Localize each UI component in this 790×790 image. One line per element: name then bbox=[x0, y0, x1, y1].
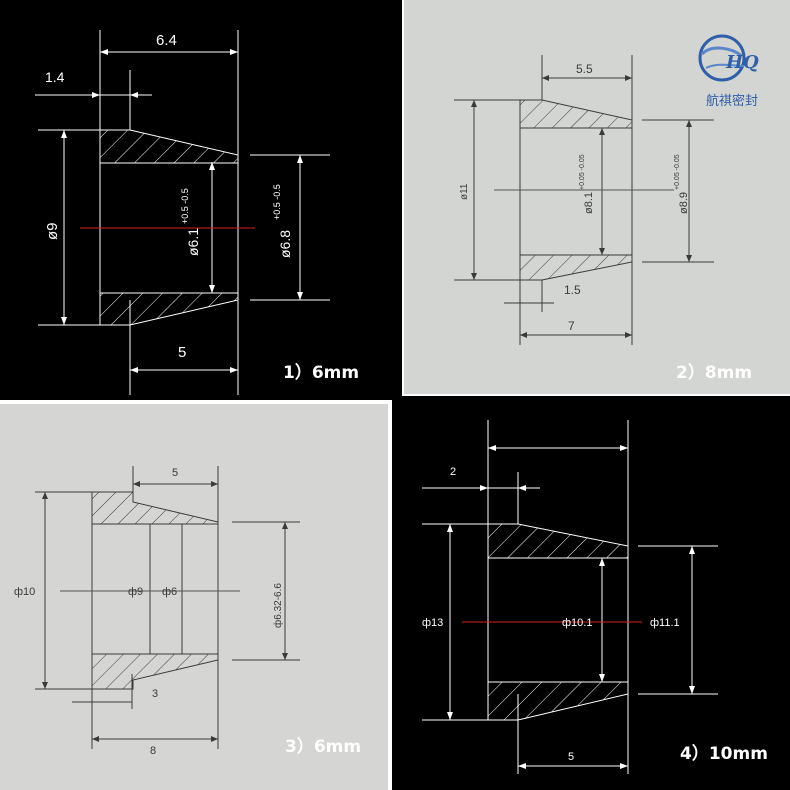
dim-length-total: 8 bbox=[150, 745, 156, 757]
hatch-top bbox=[488, 524, 628, 558]
panel-1-drawing: 6.4 1.4 5 ø9 ø6.1 +0.5 -0.5 ø6.8 +0.5 -0… bbox=[35, 30, 330, 395]
dim-top-length: 5.5 bbox=[576, 62, 593, 76]
hatch-bottom bbox=[520, 255, 632, 280]
hatch-top bbox=[92, 492, 218, 524]
dim-taper-tol: +0.05 -0.05 bbox=[674, 154, 681, 190]
panel-title: 2）8mm bbox=[676, 363, 753, 383]
hatch-top bbox=[100, 130, 238, 163]
drawing-panel-2: 5.5 ø11 ø8.1 +0.05 -0.05 ø8.9 +0.05 -0.0… bbox=[404, 0, 790, 394]
dim-inner-tol: +0.05 -0.05 bbox=[579, 154, 586, 190]
panel-title: 1）6mm bbox=[283, 363, 360, 383]
logo-text: 航祺密封 bbox=[705, 94, 758, 109]
panel-title: 3）6mm bbox=[285, 737, 362, 757]
dim-top-length: 5 bbox=[172, 467, 178, 479]
dim-step-width: 1.4 bbox=[45, 69, 65, 85]
dim-step-width: 3 bbox=[152, 688, 158, 700]
hatch-bottom bbox=[488, 682, 628, 720]
hatch-bottom bbox=[100, 293, 238, 325]
dim-step-width: 2 bbox=[450, 466, 456, 478]
dim-outer-dia: ø9 bbox=[44, 222, 61, 240]
panel-4-drawing: 2 ф13 ф10.1 ф11.1 5 bbox=[422, 420, 718, 774]
dim-length-total: 7 bbox=[568, 319, 575, 333]
dim-step-width: 1.5 bbox=[564, 283, 581, 297]
panel-2-drawing: 5.5 ø11 ø8.1 +0.05 -0.05 ø8.9 +0.05 -0.0… bbox=[454, 55, 714, 345]
drawing-panel-1: 6.4 1.4 5 ø9 ø6.1 +0.5 -0.5 ø6.8 +0.5 -0… bbox=[0, 0, 402, 400]
drawing-panel-4: 2 ф13 ф10.1 ф11.1 5 4）10mm bbox=[392, 396, 790, 790]
dim-taper-dia: ф6.32-6.6 bbox=[272, 583, 284, 628]
hatch-bottom bbox=[92, 654, 218, 689]
dim-mid-dia: ф9 bbox=[128, 586, 143, 598]
dim-inner-dia: ø8.1 bbox=[583, 192, 595, 214]
dim-bottom-length: 5 bbox=[178, 344, 186, 361]
dim-bottom-length: 5 bbox=[568, 751, 574, 763]
dim-outer-dia: ф13 bbox=[422, 617, 443, 629]
dim-inner-dia: ф6 bbox=[162, 586, 177, 598]
dim-taper-dia: ф11.1 bbox=[650, 617, 680, 629]
dim-taper-dia: ø6.8 bbox=[277, 230, 293, 258]
drawing-panel-3: 5 ф10 ф9 ф6 ф6.32-6.6 3 8 3）6mm bbox=[0, 404, 388, 790]
dim-outer-dia: ф10 bbox=[14, 586, 35, 598]
panel-3-drawing: 5 ф10 ф9 ф6 ф6.32-6.6 3 8 bbox=[14, 466, 300, 757]
globe-icon: HQ bbox=[698, 34, 759, 82]
dim-taper-dia: ø8.9 bbox=[678, 192, 690, 214]
dim-outer-dia: ø11 bbox=[459, 183, 470, 200]
dim-inner-dia: ф10.1 bbox=[562, 617, 592, 629]
panel-title: 4）10mm bbox=[680, 744, 768, 764]
hatch-top bbox=[520, 100, 632, 128]
dim-taper-tol: +0.5 -0.5 bbox=[272, 184, 282, 220]
brand-logo: HQ 航祺密封 bbox=[692, 26, 772, 112]
logo-mark: HQ bbox=[725, 52, 759, 73]
dim-inner-tol: +0.5 -0.5 bbox=[180, 188, 190, 224]
dim-inner-dia: ø6.1 bbox=[185, 228, 201, 256]
dim-length-total: 6.4 bbox=[156, 32, 177, 49]
